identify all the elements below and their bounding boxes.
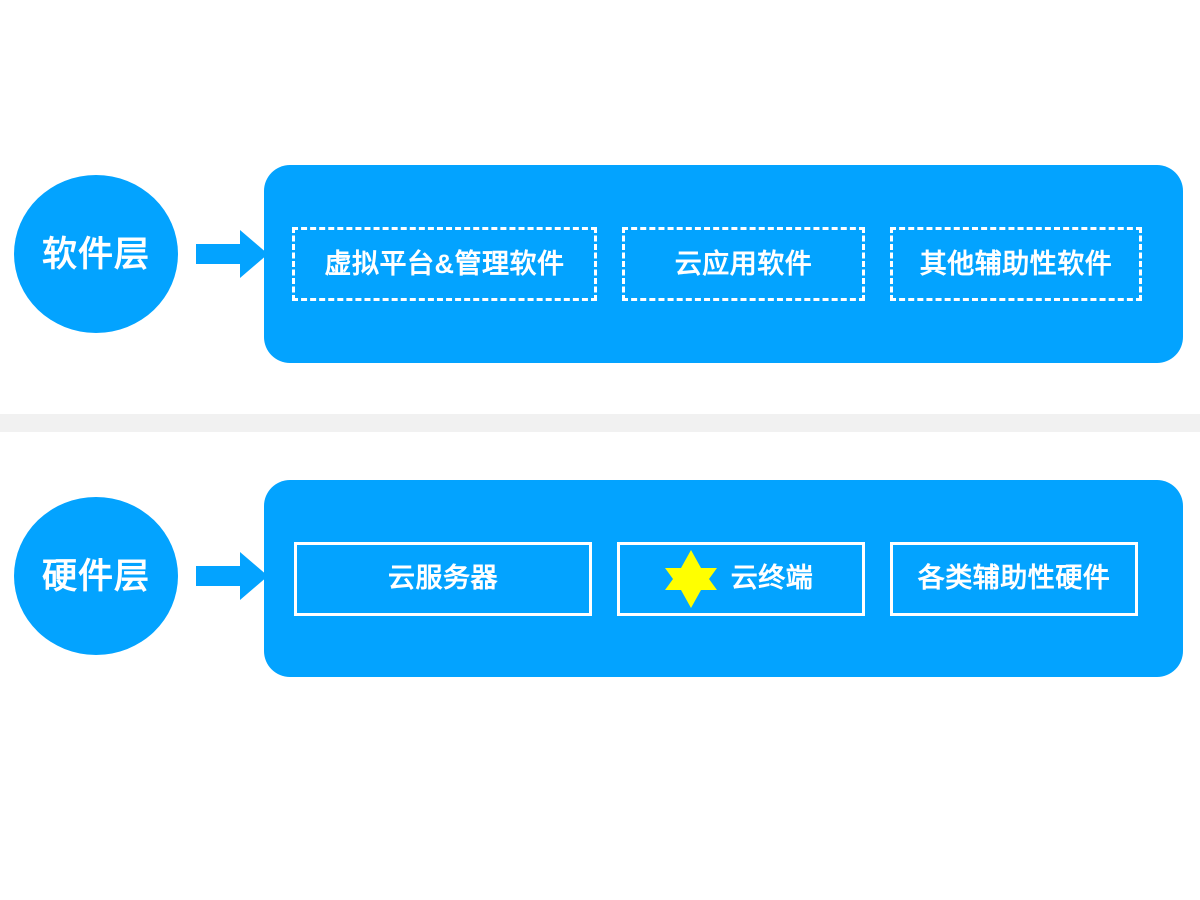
- layer-badge-hardware[interactable]: 硬件层: [14, 497, 178, 655]
- section-divider: [0, 414, 1200, 432]
- right-arrow-icon-hardware: [196, 550, 268, 602]
- layer-row-hardware: 硬件层 云服务器 云终端: [0, 475, 1200, 685]
- panel-item-cloud-server[interactable]: 云服务器: [294, 541, 592, 616]
- panel-item-label: 其他辅助性软件: [919, 248, 1113, 279]
- layer-badge-software[interactable]: 软件层: [14, 175, 178, 333]
- panel-item-label: 云服务器: [388, 563, 498, 593]
- layer-panel-hardware: 云服务器 云终端 各类辅助性硬件: [264, 480, 1183, 677]
- layer-badge-label-hardware: 硬件层: [41, 556, 150, 596]
- panel-item-cloud-terminal[interactable]: 云终端: [617, 541, 865, 616]
- panel-item-virtual-platform-management-software[interactable]: 虚拟平台&管理软件: [292, 227, 597, 301]
- panel-item-auxiliary-hardware[interactable]: 各类辅助性硬件: [890, 541, 1138, 616]
- panel-item-label: 虚拟平台&管理软件: [324, 248, 565, 279]
- layer-row-software: 软件层 虚拟平台&管理软件 云应用软件 其他辅助性软件: [0, 160, 1200, 370]
- panel-item-label: 云应用软件: [674, 248, 813, 279]
- panel-item-label: 云终端: [730, 563, 814, 593]
- panel-item-cloud-application-software[interactable]: 云应用软件: [622, 227, 865, 301]
- panel-items-hardware: 云服务器 云终端 各类辅助性硬件: [294, 541, 1157, 616]
- panel-item-label: 各类辅助性硬件: [917, 563, 1111, 593]
- star-icon: [664, 549, 717, 608]
- panel-item-other-auxiliary-software[interactable]: 其他辅助性软件: [890, 227, 1142, 301]
- right-arrow-icon-software: [196, 228, 268, 280]
- panel-items-software: 虚拟平台&管理软件 云应用软件 其他辅助性软件: [292, 227, 1157, 301]
- layer-panel-software: 虚拟平台&管理软件 云应用软件 其他辅助性软件: [264, 165, 1183, 363]
- layer-badge-label-software: 软件层: [41, 234, 150, 274]
